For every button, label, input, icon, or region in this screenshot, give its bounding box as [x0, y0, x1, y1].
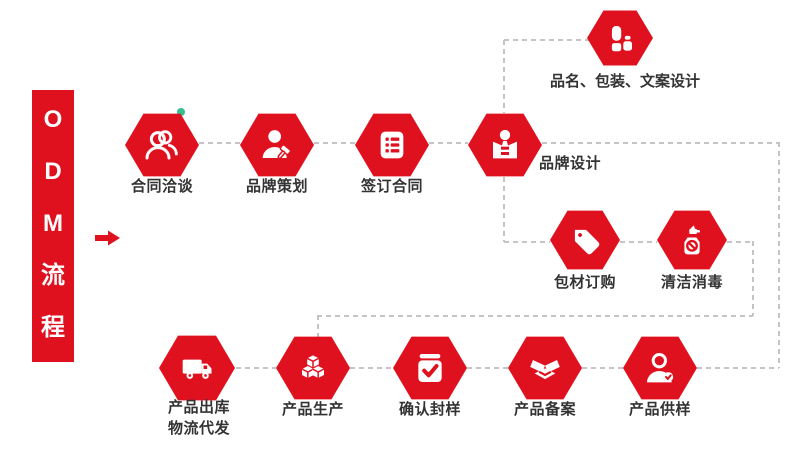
- spray-bottle-icon: [684, 225, 700, 255]
- two-users-icon: [145, 130, 178, 160]
- flow-node-product-production: [276, 336, 350, 400]
- connector-dash: [317, 315, 753, 317]
- connector-dash: [582, 367, 623, 369]
- node-label: 合同洽谈: [130, 178, 193, 195]
- flow-node-brand-planning: [240, 113, 314, 177]
- connector-dash: [503, 40, 505, 113]
- connector-dash: [314, 142, 355, 144]
- node-label: 签订合同: [360, 178, 423, 195]
- node-label: 品名、包装、文案设计: [549, 73, 700, 90]
- odm-title-banner: O D M 流 程: [32, 90, 74, 362]
- connector-dash: [620, 241, 657, 243]
- connector-dash: [504, 241, 550, 243]
- delivery-truck-icon: [182, 359, 212, 379]
- connector-dash: [429, 142, 468, 144]
- connector-dash: [467, 367, 508, 369]
- price-tag-icon: [574, 229, 600, 255]
- flow-node-naming-packaging-copy: [587, 10, 653, 66]
- node-label: 品牌策划: [245, 178, 308, 195]
- connector-dash: [778, 142, 780, 368]
- connector-dash: [199, 142, 240, 144]
- connector-dash: [317, 315, 319, 338]
- connector-dash: [350, 367, 393, 369]
- node-label: 产品备案: [513, 401, 576, 418]
- open-box-icon: [530, 360, 560, 380]
- flow-node-packaging-order: [550, 210, 620, 270]
- connector-dash: [504, 39, 590, 41]
- right-arrow-icon: [95, 230, 120, 246]
- connector-dash: [236, 367, 276, 369]
- odm-title-text: O D M 流 程: [41, 106, 65, 341]
- node-label: 产品生产: [281, 401, 344, 418]
- flow-node-product-filing: [508, 336, 582, 400]
- flow-node-product-sampling: [623, 336, 697, 400]
- flow-node-contract-negotiation: [125, 113, 199, 177]
- node-label: 确认封样: [398, 401, 461, 418]
- stacked-boxes-icon: [301, 355, 325, 378]
- connector-dash: [727, 241, 753, 243]
- calendar-check-icon: [418, 354, 442, 382]
- node-label: 产品供样: [628, 401, 691, 418]
- connector-dash: [503, 177, 505, 242]
- user-badge-icon: [493, 129, 517, 159]
- cosmetic-bottles-icon: [611, 26, 632, 52]
- node-label: 清洁消毒: [660, 274, 723, 291]
- node-label: 品牌设计: [539, 155, 602, 172]
- flow-node-product-outbound: [159, 335, 235, 401]
- flow-node-brand-design: [468, 113, 542, 177]
- user-check-icon: [647, 352, 674, 383]
- node-label: 产品出库 物流代发: [167, 399, 230, 437]
- node-label: 包材订购: [553, 274, 616, 291]
- document-list-icon: [380, 131, 404, 159]
- connector-dash: [542, 142, 780, 144]
- flow-node-contract-signing: [355, 113, 429, 177]
- flow-node-cleaning-disinfection: [657, 210, 727, 270]
- user-gavel-icon: [262, 130, 292, 160]
- green-dot: [177, 108, 185, 116]
- connector-dash: [697, 367, 779, 369]
- connector-dash: [752, 241, 754, 316]
- flow-node-sample-confirmation: [393, 336, 467, 400]
